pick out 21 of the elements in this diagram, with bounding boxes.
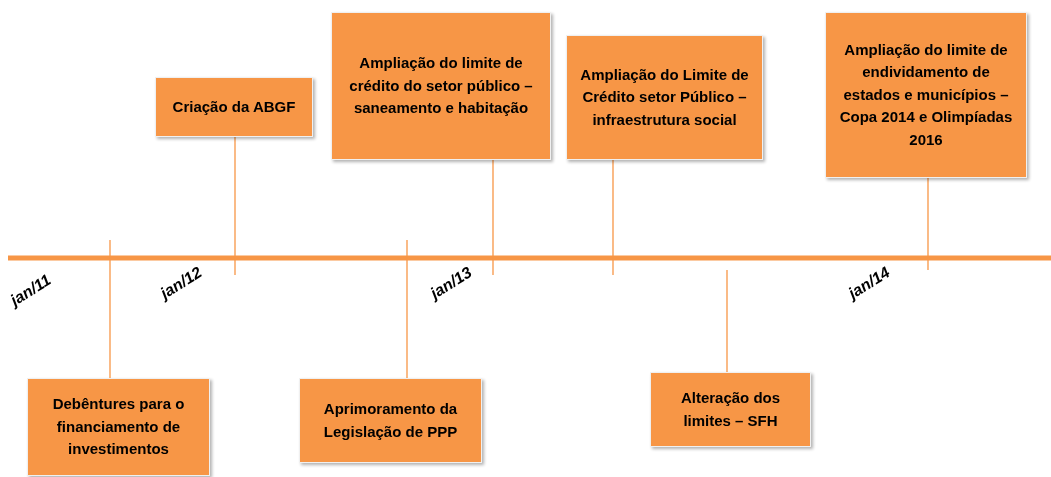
leader-line [406, 239, 408, 379]
leader-line [612, 159, 614, 276]
event-box [299, 378, 482, 463]
event-text: Criação da ABGF [172, 96, 296, 117]
event-box [155, 77, 313, 137]
event-box [566, 35, 763, 160]
event-box [825, 12, 1027, 178]
leader-line [234, 136, 236, 276]
event-text: Debêntures para o financiamento de investimentos [51, 394, 186, 460]
leader-line [109, 239, 111, 379]
event-text: Aprimoramento da Legislação de PPP [322, 399, 459, 442]
leader-line [726, 269, 728, 373]
event-box [650, 372, 811, 447]
leader-line [927, 177, 929, 271]
event-box [331, 12, 551, 160]
event-text: Ampliação do limite de crédito do setor público – saneamento e habitação [348, 53, 534, 119]
leader-line [492, 159, 494, 276]
event-text: Ampliação do limite de endividamento de estados e municípios – Copa 2014 e Olimpíadas 2016 [838, 39, 1014, 150]
event-box [27, 378, 210, 476]
event-text: Ampliação do Limite de Crédito setor Público – infraestrutura social [579, 64, 750, 130]
event-text: Alteração dos limites – SFH [679, 388, 782, 431]
